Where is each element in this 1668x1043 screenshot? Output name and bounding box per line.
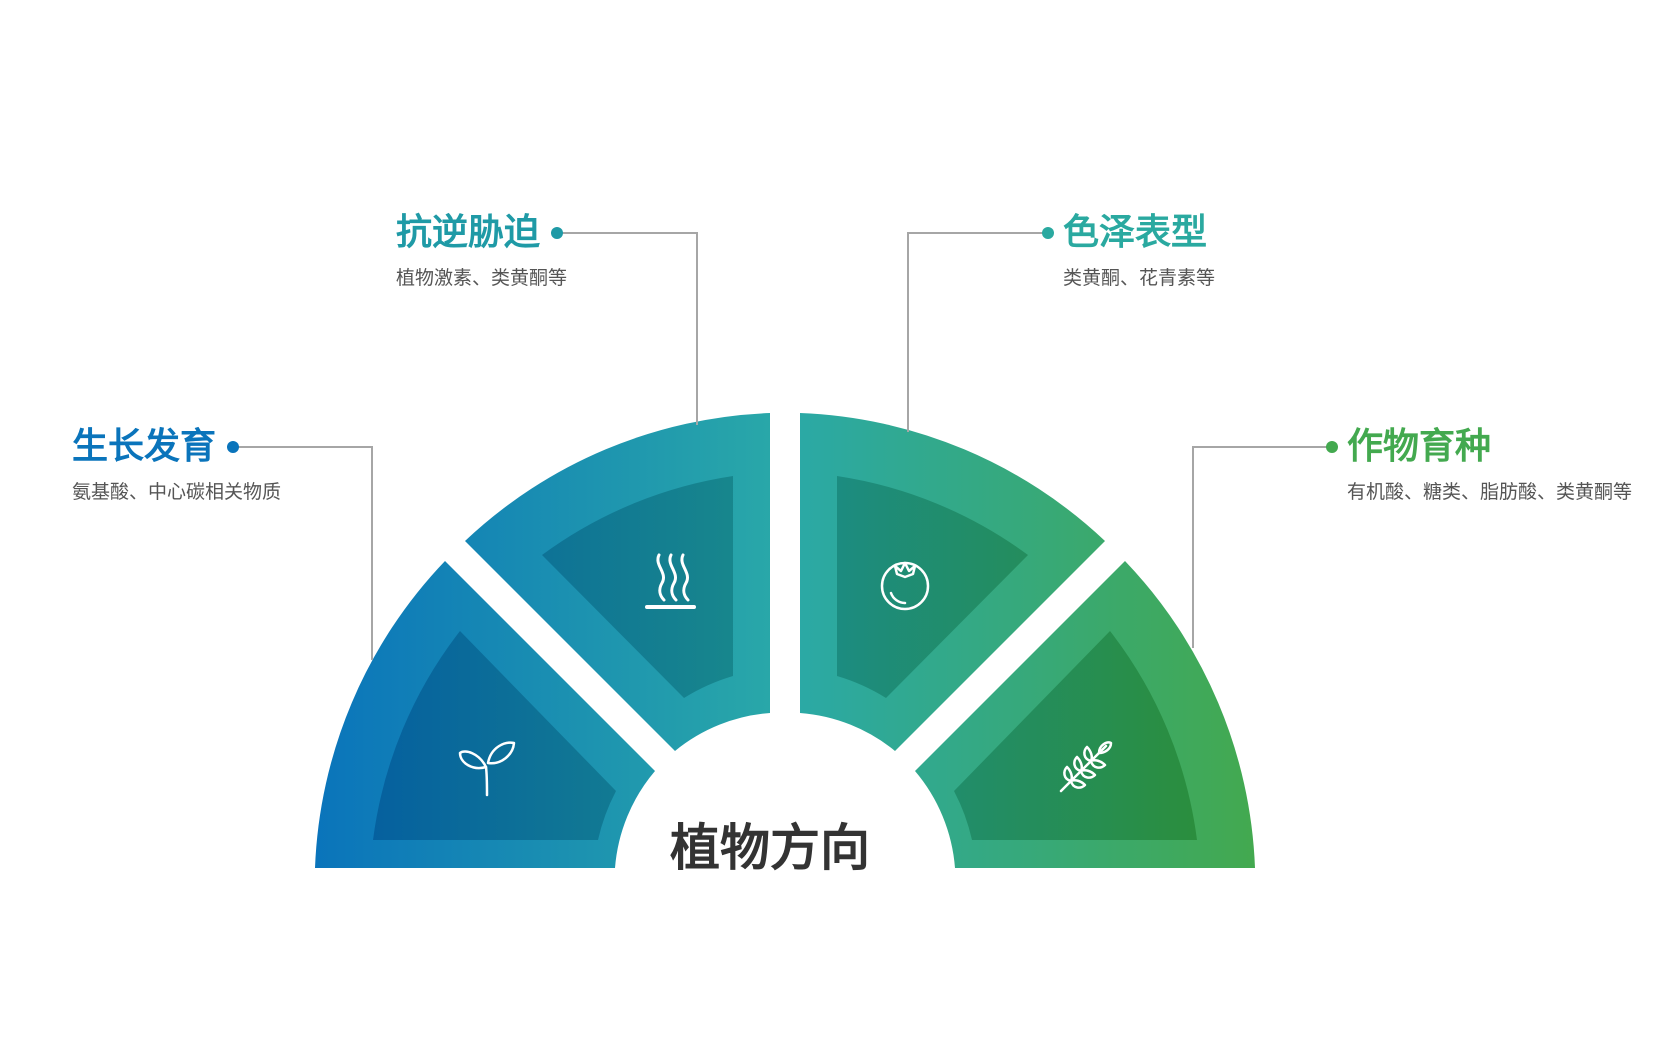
segment-title: 生长发育 (72, 426, 217, 467)
segment-title: 色泽表型 (1063, 212, 1208, 253)
wheat-icon (1059, 741, 1113, 793)
segment-description: 类黄酮、花青素等 (1063, 267, 1216, 289)
center-title: 植物方向 (670, 819, 870, 877)
segment-title: 抗逆胁迫 (396, 212, 541, 253)
segment-description: 氨基酸、中心碳相关物质 (72, 481, 282, 503)
connector-line-3 (907, 232, 1048, 432)
segment-title: 作物育种 (1347, 426, 1492, 467)
connector-dot-2 (551, 227, 563, 239)
segment-label-1: 生长发育 氨基酸、中心碳相关物质 (72, 425, 281, 505)
connector-line-4 (1192, 446, 1332, 648)
connector-line-1 (233, 446, 373, 660)
heat-waves-icon (645, 553, 696, 609)
segment-3-inner (837, 476, 1028, 698)
connector-dot-4 (1326, 441, 1338, 453)
connector-dot-1 (227, 441, 239, 453)
segment-label-3: 色泽表型 类黄酮、花青素等 (1063, 211, 1215, 291)
connector-dot-3 (1042, 227, 1054, 239)
segment-label-2: 抗逆胁迫 植物激素、类黄酮等 (396, 211, 567, 291)
segment-2-inner (542, 476, 733, 698)
segment-4-inner (954, 631, 1197, 840)
segment-description: 有机酸、糖类、脂肪酸、类黄酮等 (1347, 481, 1633, 503)
segment-1-inner (373, 631, 616, 840)
sprout-icon (458, 741, 516, 797)
tomato-icon (880, 561, 930, 611)
segment-label-4: 作物育种 有机酸、糖类、脂肪酸、类黄酮等 (1347, 425, 1632, 505)
segment-description: 植物激素、类黄酮等 (396, 267, 568, 289)
connector-line-2 (557, 232, 698, 425)
